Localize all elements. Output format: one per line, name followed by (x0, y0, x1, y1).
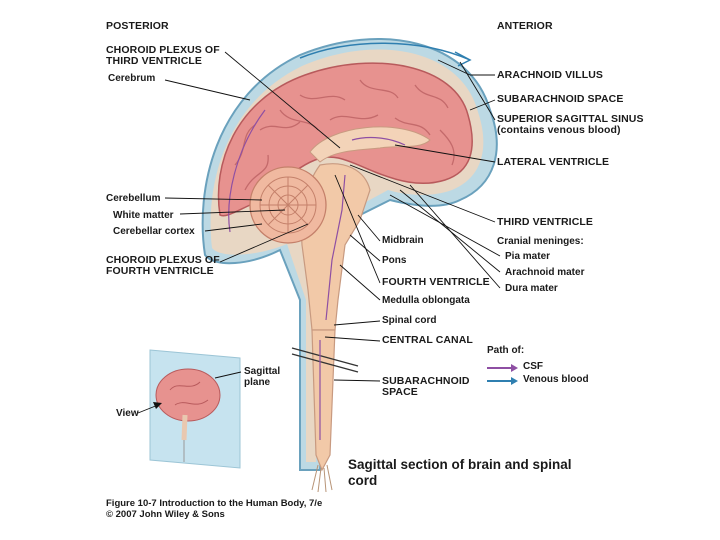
choroid-plexus-third-ventricle-label: CHOROID PLEXUS OF THIRD VENTRICLE (106, 44, 220, 67)
third-ventricle-label: THIRD VENTRICLE (497, 216, 593, 228)
inset-view-panel (137, 349, 242, 469)
pia-mater-label: Pia mater (505, 251, 551, 262)
venous-flow-arrows (299, 42, 472, 67)
copyright-line: © 2007 John Wiley & Sons (106, 509, 225, 520)
subarachnoid-space-label: SUBARACHNOID SPACE (497, 93, 624, 105)
arachnoid-villus-label: ARACHNOID VILLUS (497, 69, 604, 81)
white-matter-label: White matter (113, 210, 174, 221)
sagittal-plane-label: Sagittal plane (244, 366, 281, 388)
legend-csf-arrowhead (511, 364, 518, 372)
legend-csf-line (487, 367, 513, 369)
legend-venous-line (487, 380, 513, 382)
arachnoid-mater-label: Arachnoid mater (505, 267, 585, 278)
cranial-meninges-label: Cranial meninges: (497, 236, 584, 247)
csf-flow-arrows (228, 109, 406, 440)
cerebellum-label: Cerebellum (106, 193, 161, 204)
midbrain-label: Midbrain (382, 235, 424, 246)
fourth-ventricle-label: FOURTH VENTRICLE (382, 276, 490, 288)
legend-venous-arrowhead (511, 377, 518, 385)
legend-csf-label: CSF (523, 361, 543, 372)
leader-lines (164, 51, 501, 382)
figure-title: Sagittal section of brain and spinal cor… (348, 457, 572, 488)
posterior-label: POSTERIOR (106, 20, 169, 32)
choroid-plexus-fourth-ventricle-label: CHOROID PLEXUS OF FOURTH VENTRICLE (106, 254, 220, 277)
subarachnoid-space-lower-label: SUBARACHNOID SPACE (382, 375, 470, 398)
legend-venous-label: Venous blood (523, 374, 589, 385)
cerebellar-cortex-label: Cerebellar cortex (113, 226, 195, 237)
anterior-label: ANTERIOR (497, 20, 553, 32)
figure-credit: Figure 10-7 Introduction to the Human Bo… (106, 498, 322, 520)
corpus-callosum-shape (309, 126, 431, 163)
cauda-equina (311, 464, 333, 493)
spinal-cord-label: Spinal cord (382, 315, 437, 326)
pons-label: Pons (382, 255, 407, 266)
cerebrum-label: Cerebrum (108, 73, 156, 84)
lateral-ventricle-label: LATERAL VENTRICLE (497, 156, 610, 168)
legend-title: Path of: (487, 345, 525, 356)
section-break-marks (291, 347, 359, 373)
medulla-oblongata-label: Medulla oblongata (382, 295, 470, 306)
superior-sagittal-sinus-label: SUPERIOR SAGITTAL SINUS (contains venous… (497, 113, 644, 136)
central-canal-label: CENTRAL CANAL (382, 334, 473, 346)
dura-mater-label: Dura mater (505, 283, 558, 294)
figure-caption-line: Figure 10-7 Introduction to the Human Bo… (106, 498, 323, 509)
inset-brain-shape (155, 368, 221, 422)
view-label: View (116, 408, 139, 419)
spinal-cord-shape (311, 329, 336, 472)
